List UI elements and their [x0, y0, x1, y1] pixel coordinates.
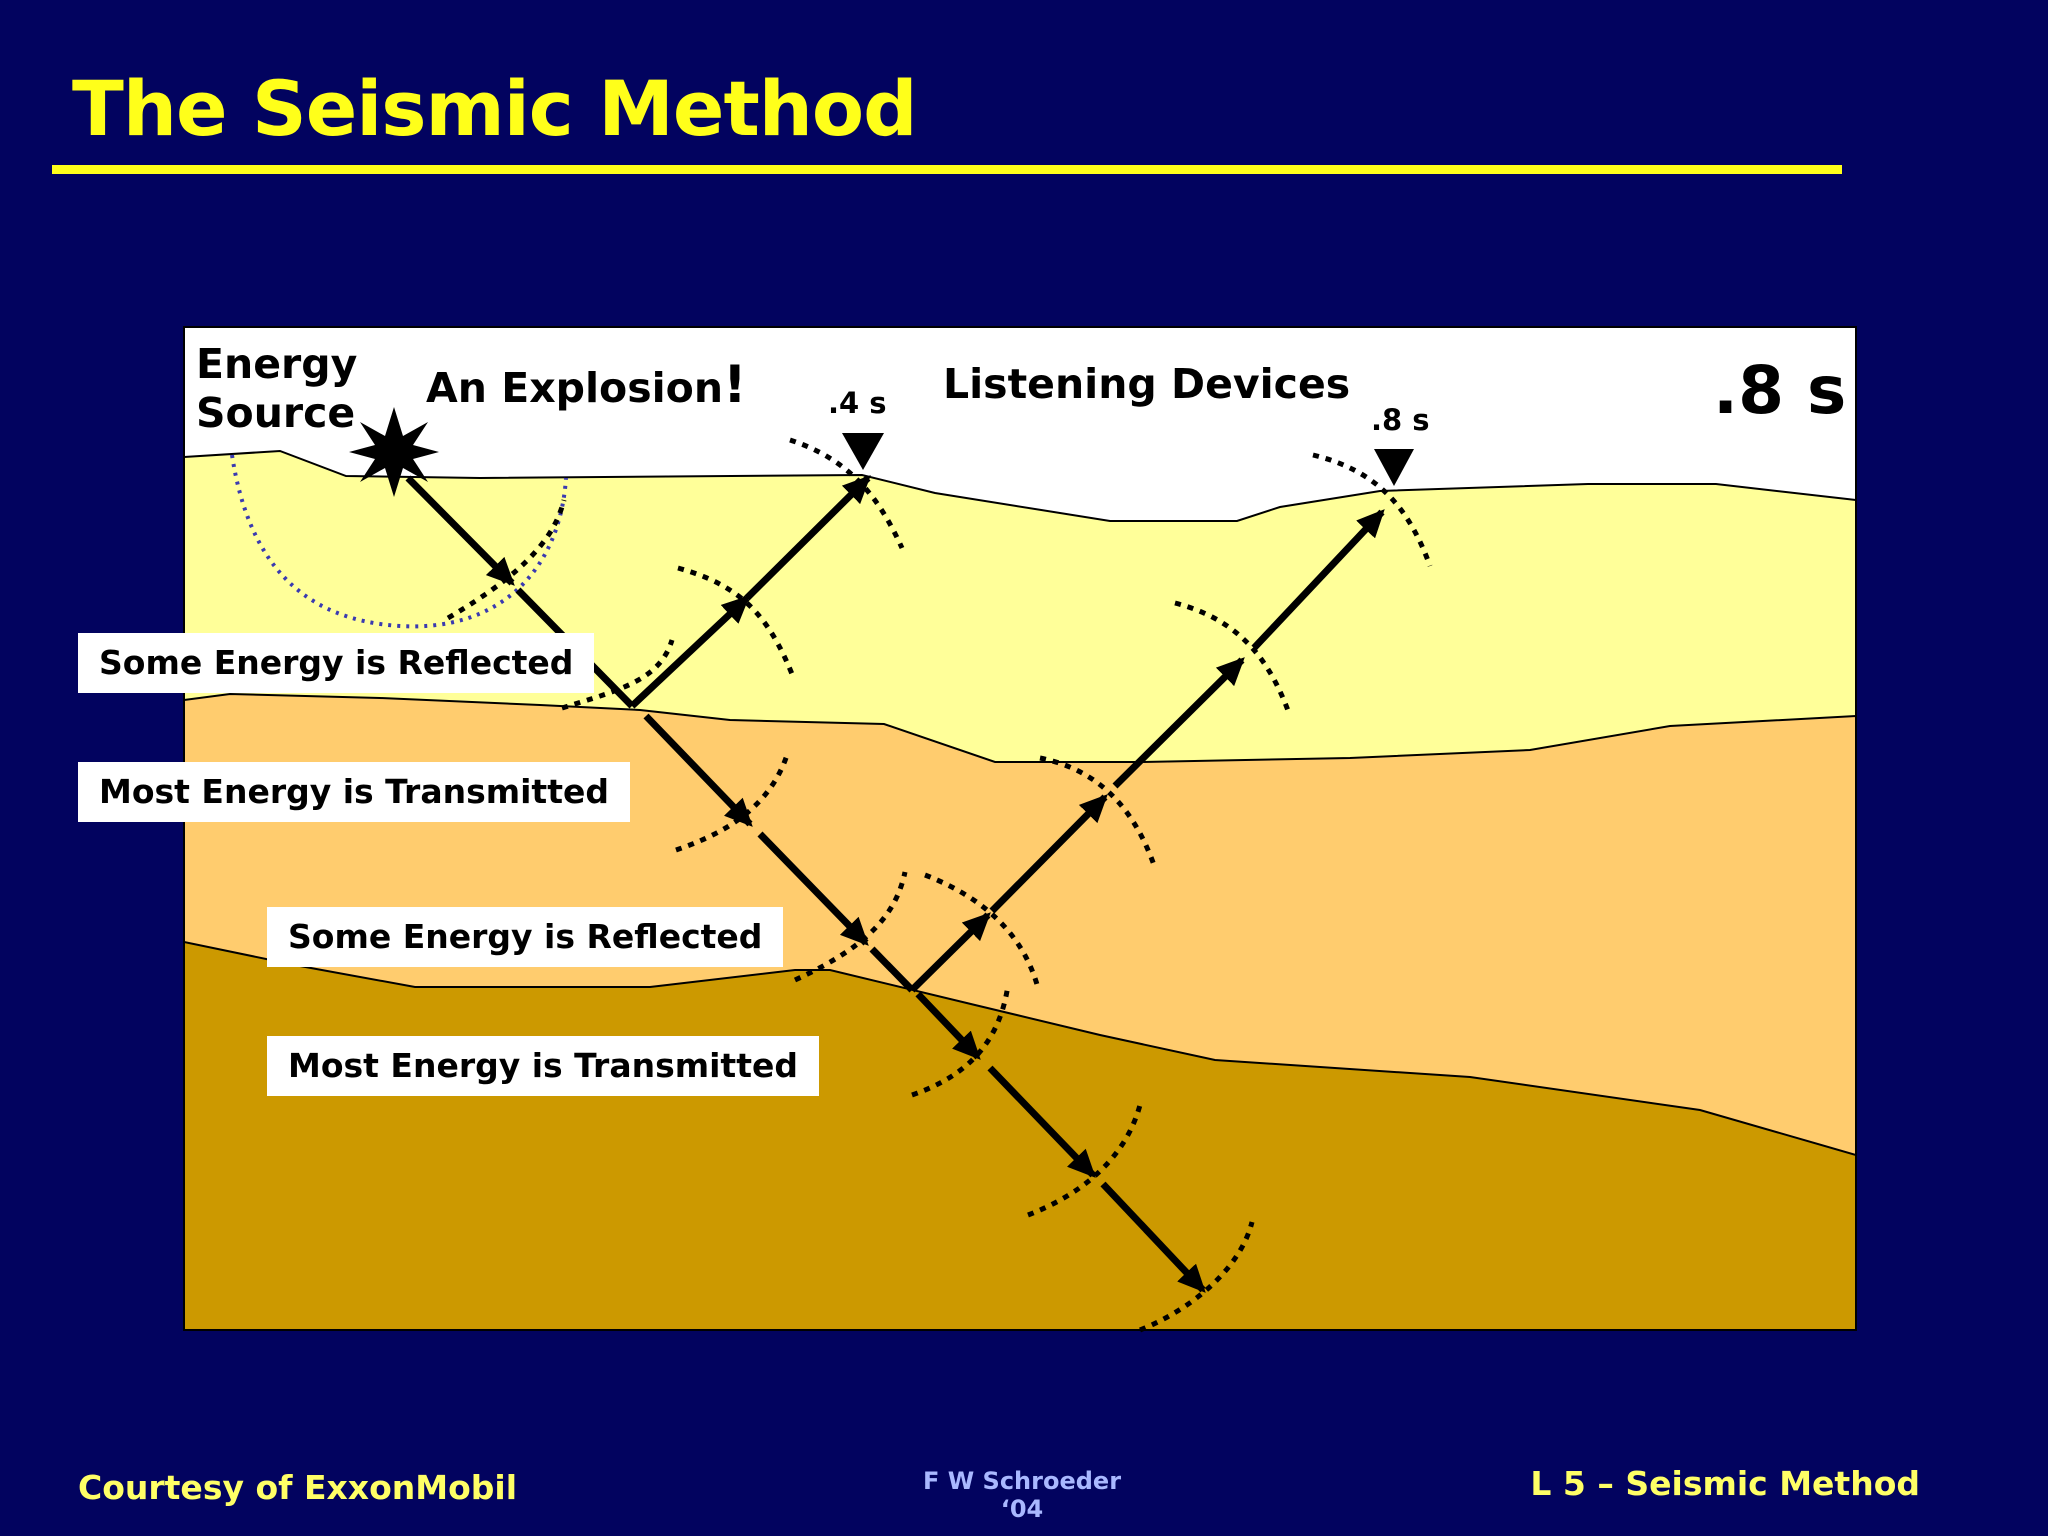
courtesy-text: Courtesy of ExxonMobil	[78, 1468, 518, 1507]
receiver-icon	[842, 433, 884, 470]
transmitted-label-2: Most Energy is Transmitted	[267, 1036, 819, 1096]
listening-devices-label: Listening Devices	[943, 360, 1351, 408]
author-credit: F W Schroeder ‘04	[922, 1467, 1122, 1523]
explosion-text: An Explosion	[426, 364, 724, 412]
elapsed-time-label: .8 s	[1713, 352, 1847, 429]
receiver-1-time: .4 s	[828, 386, 887, 420]
transmitted-label-1: Most Energy is Transmitted	[78, 762, 630, 822]
slide-title: The Seismic Method	[72, 64, 917, 153]
energy-source-line2: Source	[196, 389, 356, 437]
initial-wavefront	[230, 454, 568, 629]
author-year: ‘04	[1000, 1495, 1044, 1523]
explosion-mark: !	[723, 355, 747, 415]
title-underline	[52, 165, 1842, 174]
explosion-icon	[349, 407, 439, 497]
explosion-label: An Explosion!	[426, 355, 747, 415]
energy-source-line1: Energy	[196, 340, 358, 388]
reflected-label-2: Some Energy is Reflected	[267, 907, 784, 967]
diagram-frame	[183, 326, 1857, 1331]
wavefronts	[446, 437, 1433, 1333]
receiver-2-time: .8 s	[1371, 403, 1430, 437]
energy-source-label: Energy Source	[196, 340, 357, 438]
reflected-label-1: Some Energy is Reflected	[78, 633, 595, 693]
receiver-icon	[1374, 449, 1414, 486]
lecture-label: L 5 – Seismic Method	[1530, 1464, 1920, 1503]
author-name: F W Schroeder	[922, 1467, 1122, 1495]
